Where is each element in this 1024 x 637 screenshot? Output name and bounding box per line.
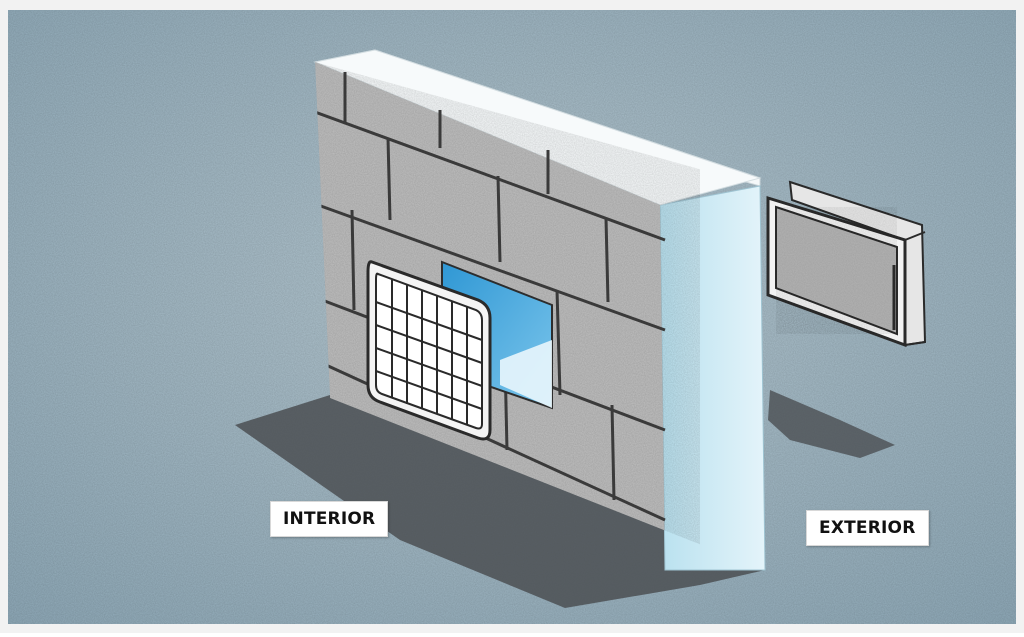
exterior-label: EXTERIOR [806, 510, 929, 546]
wall-shadow [235, 395, 765, 608]
interior-label: INTERIOR [270, 501, 389, 537]
exterior-vent [766, 180, 927, 348]
vent-shadow [768, 390, 895, 458]
interior-grille-vent [366, 260, 492, 441]
